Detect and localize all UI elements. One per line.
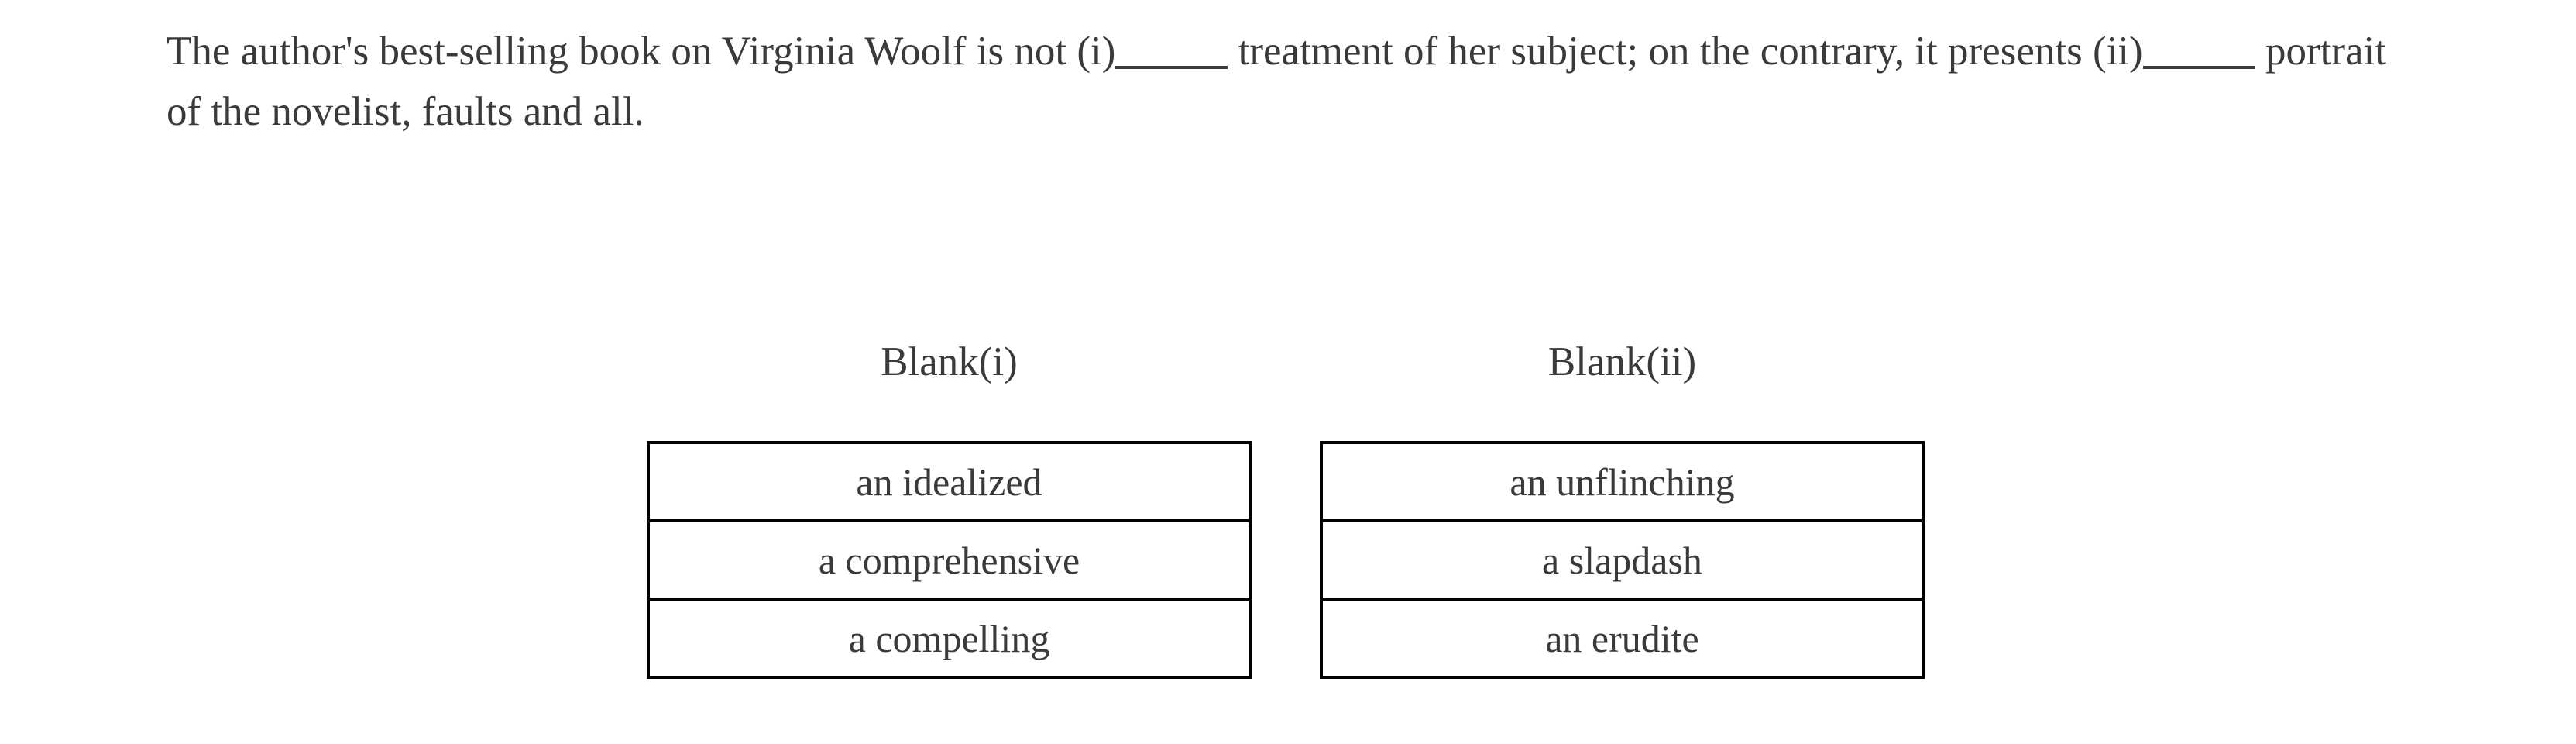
- table-row: an unflinching: [1320, 441, 1925, 522]
- blank-ii-label: Blank(ii): [1547, 339, 1697, 384]
- option-cell-blank-i-1[interactable]: an idealized: [647, 441, 1252, 522]
- blank-ii-underline: [2142, 66, 2255, 69]
- table-row: a comprehensive: [647, 519, 1252, 601]
- passage-text-before-blank-i: The author's best-selling book on Virgin…: [167, 29, 1116, 74]
- blank-i-option-group: Blank(i) an idealized a comprehensive a …: [647, 332, 1252, 679]
- table-row: an idealized: [647, 441, 1252, 522]
- blank-i-underline: [1115, 66, 1228, 69]
- blank-ii-option-group: Blank(ii) an unflinching a slapdash an e…: [1320, 332, 1925, 679]
- table-row: a slapdash: [1320, 519, 1925, 601]
- question-passage: The author's best-selling book on Virgin…: [167, 21, 2397, 142]
- blank-i-label: Blank(i): [881, 339, 1018, 384]
- option-cell-blank-ii-1[interactable]: an unflinching: [1320, 441, 1925, 522]
- table-row: a compelling: [647, 598, 1252, 679]
- option-cell-blank-i-3[interactable]: a compelling: [647, 598, 1252, 679]
- option-cell-blank-ii-2[interactable]: a slapdash: [1320, 519, 1925, 601]
- option-cell-blank-ii-3[interactable]: an erudite: [1320, 598, 1925, 679]
- blank-i-options-table: an idealized a comprehensive a compellin…: [647, 441, 1252, 679]
- passage-text-between-blanks: treatment of her subject; on the contrar…: [1228, 29, 2143, 74]
- passage-text-after-blank-ii: portrait of the novelist, faults and all…: [167, 29, 2386, 134]
- table-row: an erudite: [1320, 598, 1925, 679]
- blank-ii-options-table: an unflinching a slapdash an erudite: [1320, 441, 1925, 679]
- option-cell-blank-i-2[interactable]: a comprehensive: [647, 519, 1252, 601]
